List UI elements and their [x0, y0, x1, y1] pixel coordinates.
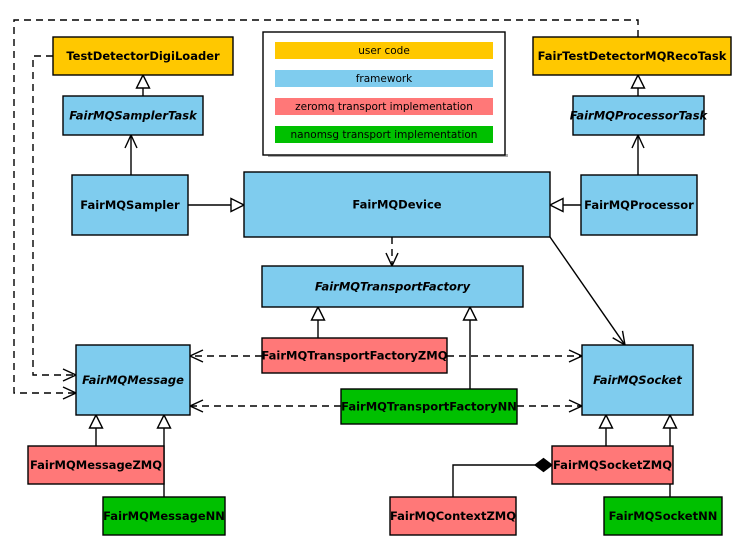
node-box[interactable]: [71, 174, 189, 236]
node-box[interactable]: [581, 344, 694, 416]
node-box[interactable]: [52, 36, 234, 76]
edge-factoryzmq-to-socket: [447, 349, 584, 363]
legend-item-2: zeromq transport implementation: [275, 98, 493, 115]
node-FairMQMessage[interactable]: FairMQMessage: [75, 344, 191, 416]
inheritance-arrowhead: [156, 413, 172, 429]
node-FairMQSocket[interactable]: FairMQSocket: [581, 344, 694, 416]
node-box[interactable]: [603, 496, 723, 536]
edge-path: [452, 464, 536, 497]
node-FairMQContextZMQ[interactable]: FairMQContextZMQ: [389, 496, 517, 536]
node-box[interactable]: [243, 171, 551, 238]
node-box[interactable]: [27, 445, 165, 485]
node-FairMQSocketZMQ[interactable]: FairMQSocketZMQ: [551, 445, 674, 485]
node-TestDetectorDigiLoader[interactable]: TestDetectorDigiLoader: [52, 36, 234, 76]
legend-swatch: [275, 70, 493, 87]
node-FairMQSampler[interactable]: FairMQSampler: [71, 174, 189, 236]
legend-layer: user code framework zeromq transport imple…: [262, 31, 508, 157]
inheritance-arrowhead: [630, 73, 646, 89]
node-FairMQSocketNN[interactable]: FairMQSocketNN: [603, 496, 723, 536]
legend-item-1: framework: [275, 70, 493, 87]
edge-processor-to-processortask: [631, 133, 645, 175]
edge-factorynn-to-message: [188, 399, 341, 413]
node-box[interactable]: [261, 337, 448, 374]
inheritance-arrowhead: [662, 413, 678, 429]
legend-swatch: [275, 98, 493, 115]
node-box[interactable]: [75, 344, 191, 416]
node-FairMQTransportFactoryNN[interactable]: FairMQTransportFactoryNN: [340, 388, 518, 425]
edge-factorynn-to-transportfactory: [462, 305, 478, 389]
node-box[interactable]: [389, 496, 517, 536]
node-box[interactable]: [532, 36, 732, 76]
inheritance-arrowhead: [230, 197, 246, 213]
edge-processortask-to-recotask: [630, 73, 646, 96]
edge-processor-to-device: [548, 197, 581, 213]
edge-factoryzmq-to-message: [188, 349, 262, 363]
node-box[interactable]: [102, 496, 226, 536]
edge-sampler-to-samplertask: [124, 133, 138, 175]
composition-diamond: [534, 457, 553, 473]
edge-path: [32, 55, 75, 376]
legend-item-3: nanomsg transport implementation: [275, 126, 493, 143]
edge-device-to-transportfactory: [385, 237, 399, 268]
node-FairMQSamplerTask[interactable]: FairMQSamplerTask: [62, 95, 204, 136]
node-box[interactable]: [572, 95, 705, 136]
legend-item-0: user code: [275, 42, 493, 59]
legend-swatch: [275, 126, 493, 143]
node-box[interactable]: [551, 445, 674, 485]
inheritance-arrowhead: [598, 413, 614, 429]
inheritance-arrowhead: [88, 413, 104, 429]
inheritance-arrowhead: [310, 305, 326, 321]
edge-factorynn-to-socket: [517, 399, 584, 413]
edge-socketzmq-to-socket: [598, 413, 614, 446]
node-FairMQTransportFactoryZMQ[interactable]: FairMQTransportFactoryZMQ: [261, 337, 448, 374]
node-box[interactable]: [340, 388, 518, 425]
node-FairMQProcessorTask[interactable]: FairMQProcessorTask: [570, 95, 709, 136]
edge-contextzmq-to-socketzmq: [452, 457, 553, 497]
node-FairMQDevice[interactable]: FairMQDevice: [243, 171, 551, 238]
node-FairMQMessageNN[interactable]: FairMQMessageNN: [102, 496, 226, 536]
node-FairMQProcessor[interactable]: FairMQProcessor: [580, 174, 698, 236]
edge-factoryzmq-to-transportfactory: [310, 305, 326, 338]
node-FairMQTransportFactory[interactable]: FairMQTransportFactory: [261, 265, 524, 308]
node-box[interactable]: [261, 265, 524, 308]
inheritance-arrowhead: [462, 305, 478, 321]
node-box[interactable]: [62, 95, 204, 136]
edge-samplertask-to-digiloader: [135, 73, 151, 96]
node-FairTestDetectorMQRecoTask[interactable]: FairTestDetectorMQRecoTask: [532, 36, 732, 76]
legend-swatch: [275, 42, 493, 59]
edge-layer: [13, 19, 678, 497]
node-FairMQMessageZMQ[interactable]: FairMQMessageZMQ: [27, 445, 165, 485]
edge-messagezmq-to-message: [88, 413, 104, 446]
edge-sampler-to-device: [188, 197, 246, 213]
inheritance-arrowhead: [135, 73, 151, 89]
edge-device-to-socket: [549, 236, 626, 347]
edge-path: [549, 236, 626, 345]
node-box[interactable]: [580, 174, 698, 236]
edge-path: [13, 19, 639, 394]
inheritance-arrowhead: [548, 197, 564, 213]
